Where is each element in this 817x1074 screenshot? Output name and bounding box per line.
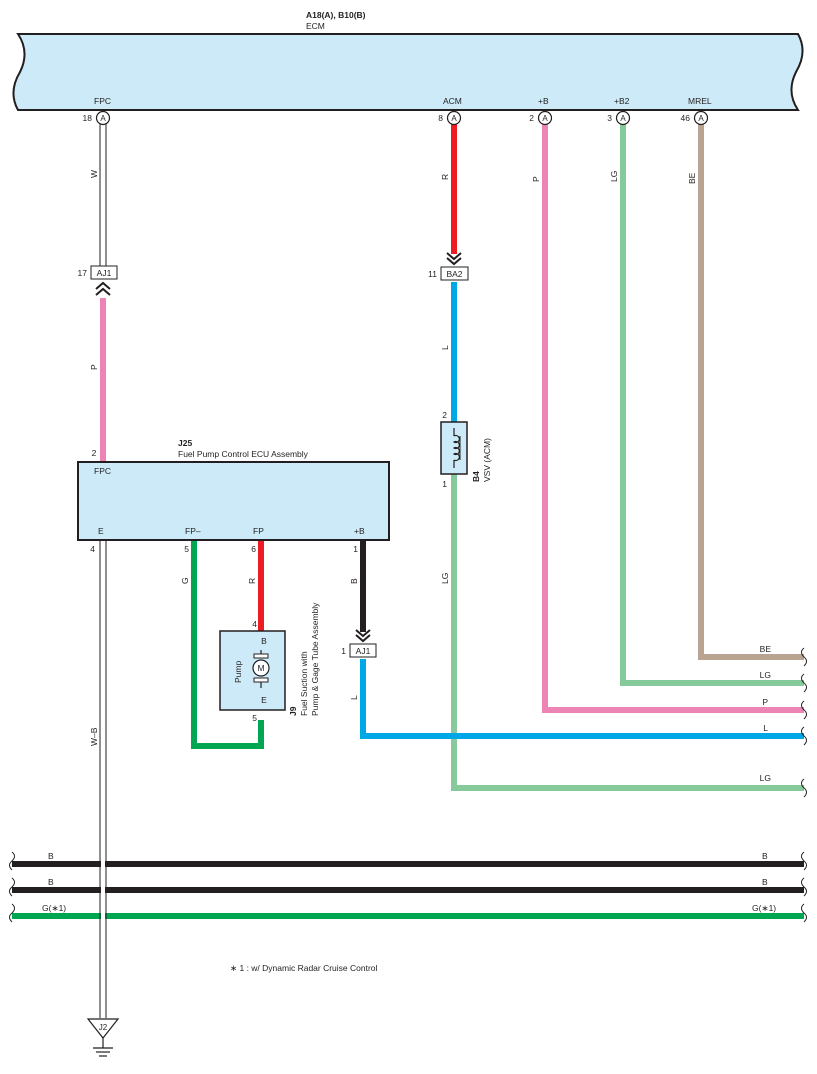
ecu-pin-e-label: E [98, 526, 104, 536]
wire-fpc-w [99, 124, 107, 270]
out-label-l: L [763, 723, 768, 733]
pump-pin-b-label: B [261, 636, 267, 646]
vsv-name: VSV (ACM) [482, 438, 492, 482]
wire-label-p-fpc: P [89, 364, 99, 370]
ground-j2 [86, 1018, 120, 1057]
svg-text:17: 17 [78, 268, 88, 278]
pump-name-line1: Fuel Suction with [299, 651, 309, 716]
ecm-pin-mrel-label: MREL [688, 96, 712, 106]
ecm-pin-plusb2-label: +B2 [614, 96, 630, 106]
ecm-connector-title: A18(A), B10(B) [306, 10, 366, 20]
wire-label-l-aj1: L [349, 695, 359, 700]
ecm-body [12, 33, 804, 111]
svg-text:18: 18 [83, 113, 93, 123]
ecu-pin-fpm-label: FP– [185, 526, 201, 536]
svg-text:A: A [100, 114, 106, 123]
wire-aj1-l [360, 659, 804, 739]
wire-plusb2-lg [620, 124, 804, 686]
ecm-pin-plusb: A 2 [529, 110, 553, 126]
wire-vsv-lg [451, 474, 804, 791]
svg-text:8: 8 [438, 113, 443, 123]
ecm-pin-fpc-label: FPC [94, 96, 111, 106]
bus-label-left-1: B [48, 851, 54, 861]
bus-label-left-2: B [48, 877, 54, 887]
vsv-pin-bottom: 1 [442, 479, 447, 489]
pump-pin-e-num: 5 [252, 713, 257, 723]
wire-label-be-mrel: BE [687, 172, 697, 184]
ecm-pin-acm: A 8 [438, 110, 462, 126]
ecu-pin-fpc-label: FPC [94, 466, 111, 476]
wire-label-r-acm: R [440, 174, 450, 180]
wire-label-wb: W–B [89, 727, 99, 746]
svg-text:3: 3 [607, 113, 612, 123]
wire-fpminus-g [191, 540, 264, 749]
svg-text:2: 2 [529, 113, 534, 123]
svg-text:AJ1: AJ1 [356, 646, 371, 656]
ecu-pin-fp-num: 6 [251, 544, 256, 554]
pump-component [219, 630, 286, 711]
svg-text:46: 46 [681, 113, 691, 123]
svg-text:1: 1 [341, 646, 346, 656]
wire-label-lg-plusb2: LG [609, 171, 619, 182]
wire-plusb-p [542, 124, 804, 713]
wire-e-wb-crossing [99, 855, 107, 925]
ecm-pin-mrel: A 46 [681, 110, 709, 126]
wire-label-lg-vsv: LG [440, 573, 450, 584]
vsv-component [440, 421, 468, 475]
wire-break-marks-right [801, 647, 807, 798]
svg-text:11: 11 [428, 269, 437, 279]
footnote: ∗ 1 : w/ Dynamic Radar Cruise Control [230, 963, 378, 973]
wire-mrel-be [698, 124, 804, 660]
svg-text:A: A [542, 114, 548, 123]
junction-ba2-11: BA2 11 [428, 252, 469, 281]
pump-label: Pump [233, 661, 243, 683]
bus-label-right-1: B [762, 851, 768, 861]
out-label-lg-1: LG [760, 670, 771, 680]
pump-name-line2: Pump & Gage Tube Assembly [310, 602, 320, 716]
ecm-pin-fpc: A 18 [83, 110, 111, 126]
bus-label-right-2: B [762, 877, 768, 887]
svg-text:BA2: BA2 [446, 269, 462, 279]
svg-text:AJ1: AJ1 [97, 268, 112, 278]
svg-text:A: A [620, 114, 626, 123]
wire-label-p-plusb: P [531, 176, 541, 182]
wire-label-l-acm: L [440, 345, 450, 350]
out-label-be: BE [760, 644, 772, 654]
ecu-pin-fpm-num: 5 [184, 544, 189, 554]
wire-e-wb [99, 540, 107, 1018]
ecu-pin-e-num: 4 [90, 544, 95, 554]
ecu-name: Fuel Pump Control ECU Assembly [178, 449, 309, 459]
ecm-name: ECM [306, 21, 325, 31]
ground-label: J2 [99, 1023, 108, 1032]
pump-code: J9 [288, 706, 298, 716]
wire-label-b-ecu: B [349, 578, 359, 584]
wire-label-w: W [89, 170, 99, 178]
wire-break-marks-buses [9, 851, 807, 923]
vsv-pin-top: 2 [442, 410, 447, 420]
vsv-code: B4 [471, 471, 481, 482]
bus-label-right-3: G(∗1) [752, 903, 776, 913]
junction-aj1-17: AJ1 17 [78, 265, 118, 296]
ecu-code: J25 [178, 438, 192, 448]
pump-pin-b-num: 4 [252, 619, 257, 629]
ecu-pin-pb-label: +B [354, 526, 365, 536]
ecm-pin-plusb-label: +B [538, 96, 549, 106]
svg-text:A: A [451, 114, 457, 123]
bus-label-left-3: G(∗1) [42, 903, 66, 913]
wire-label-r-fp: R [247, 578, 257, 584]
ecu-pin-pb-num: 1 [353, 544, 358, 554]
ecu-body [77, 461, 390, 541]
wire-label-g-fpminus: G [180, 577, 190, 584]
junction-aj1-1: AJ1 1 [341, 629, 377, 658]
ecm-pin-plusb2: A 3 [607, 110, 631, 126]
pump-motor-symbol: M [257, 663, 264, 673]
ecm-pin-acm-label: ACM [443, 96, 462, 106]
out-label-p: P [762, 697, 768, 707]
pump-pin-e-label: E [261, 695, 267, 705]
ecu-pin-fpc-num: 2 [92, 448, 97, 458]
ecu-pin-fp-label: FP [253, 526, 264, 536]
out-label-lg-2: LG [760, 773, 771, 783]
svg-text:A: A [698, 114, 704, 123]
